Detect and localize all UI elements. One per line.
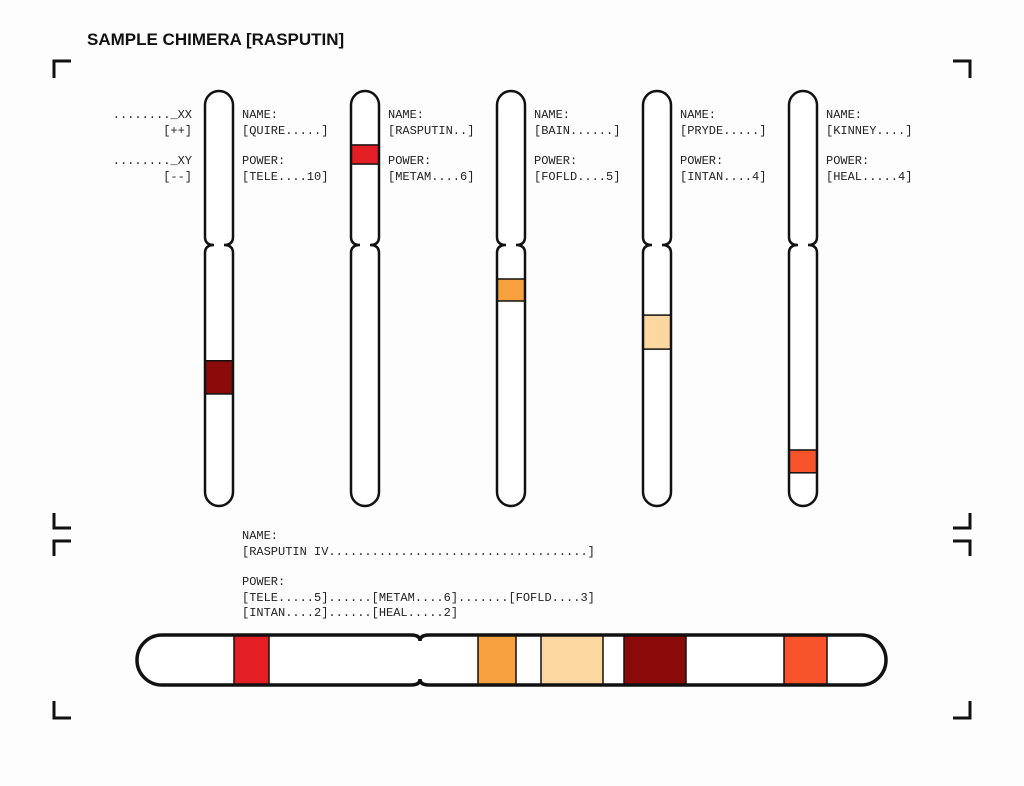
gene-band	[783, 635, 828, 685]
chromosome-outline	[641, 89, 673, 508]
chimera-power-line-1: [TELE.....5]......[METAM....6].......[FO…	[242, 591, 595, 605]
chromosome-name: [BAIN......]	[534, 124, 620, 138]
name-label: NAME:	[242, 108, 278, 122]
legend-xy-symbol: [--]	[163, 170, 192, 184]
chimera-outline	[135, 633, 888, 687]
page-title: SAMPLE CHIMERA [RASPUTIN]	[87, 30, 344, 49]
chromosome-name: [QUIRE.....]	[242, 124, 328, 138]
chromosome-set: NAME:[QUIRE.....]POWER:[TELE....10]NAME:…	[203, 89, 912, 508]
legend: ........_XX [++] ........_XY [--]	[113, 108, 192, 184]
name-label: NAME:	[680, 108, 716, 122]
chromosome-power: [METAM....6]	[388, 170, 474, 184]
gene-band	[643, 314, 671, 350]
gene-band	[351, 144, 379, 165]
chimera-chromosome	[135, 633, 888, 687]
chimera-power-label: POWER:	[242, 575, 285, 589]
gene-band	[233, 635, 270, 685]
chromosome-1: NAME: [QUIRE.....] POWER: [TELE....10]	[203, 89, 328, 508]
chromosome-outline	[203, 89, 235, 508]
chimera-name: [RASPUTIN IV............................…	[242, 545, 595, 559]
gene-band	[789, 449, 817, 474]
chromosome-power: [TELE....10]	[242, 170, 328, 184]
gene-band	[497, 278, 525, 302]
chromosome-body	[789, 91, 817, 506]
chromosome-power: [HEAL.....4]	[826, 170, 912, 184]
power-label: POWER:	[242, 154, 285, 168]
chromosome-outline	[495, 89, 527, 508]
chromosome-outline	[787, 89, 819, 508]
legend-xx: ........_XX	[113, 108, 192, 122]
chromosome-body	[643, 91, 671, 506]
power-label: POWER:	[826, 154, 869, 168]
power-label: POWER:	[534, 154, 577, 168]
chromosome-power: [INTAN....4]	[680, 170, 766, 184]
gene-band	[540, 635, 604, 685]
gene-band	[623, 635, 687, 685]
chromosome-power: [FOFLD....5]	[534, 170, 620, 184]
chimera-power-line-2: [INTAN....2]......[HEAL.....2]	[242, 606, 458, 620]
legend-xx-symbol: [++]	[163, 124, 192, 138]
chimera-name-label: NAME:	[242, 529, 278, 543]
gene-band	[477, 635, 517, 685]
chromosome-name: [RASPUTIN..]	[388, 124, 474, 138]
chimera-labels: NAME: [RASPUTIN IV......................…	[242, 529, 595, 620]
chromosome-name: [PRYDE.....]	[680, 124, 766, 138]
gene-band	[205, 360, 233, 395]
name-label: NAME:	[534, 108, 570, 122]
chromosome-2: NAME: [RASPUTIN..] POWER: [METAM....6]	[349, 89, 474, 508]
name-label: NAME:	[388, 108, 424, 122]
power-label: POWER:	[680, 154, 723, 168]
chromosome-4: NAME: [PRYDE.....] POWER: [INTAN....4]	[641, 89, 766, 508]
chromosome-name: [KINNEY....]	[826, 124, 912, 138]
name-label: NAME:	[826, 108, 862, 122]
power-label: POWER:	[388, 154, 431, 168]
legend-xy: ........_XY	[113, 154, 192, 168]
chromosome-body	[351, 91, 379, 506]
chromosome-5: NAME: [KINNEY....] POWER: [HEAL.....4]	[787, 89, 912, 508]
chromosome-outline	[349, 89, 381, 508]
chromosome-3: NAME: [BAIN......] POWER: [FOFLD....5]	[495, 89, 620, 508]
chromosome-body	[205, 91, 233, 506]
corner-brackets	[52, 59, 972, 720]
